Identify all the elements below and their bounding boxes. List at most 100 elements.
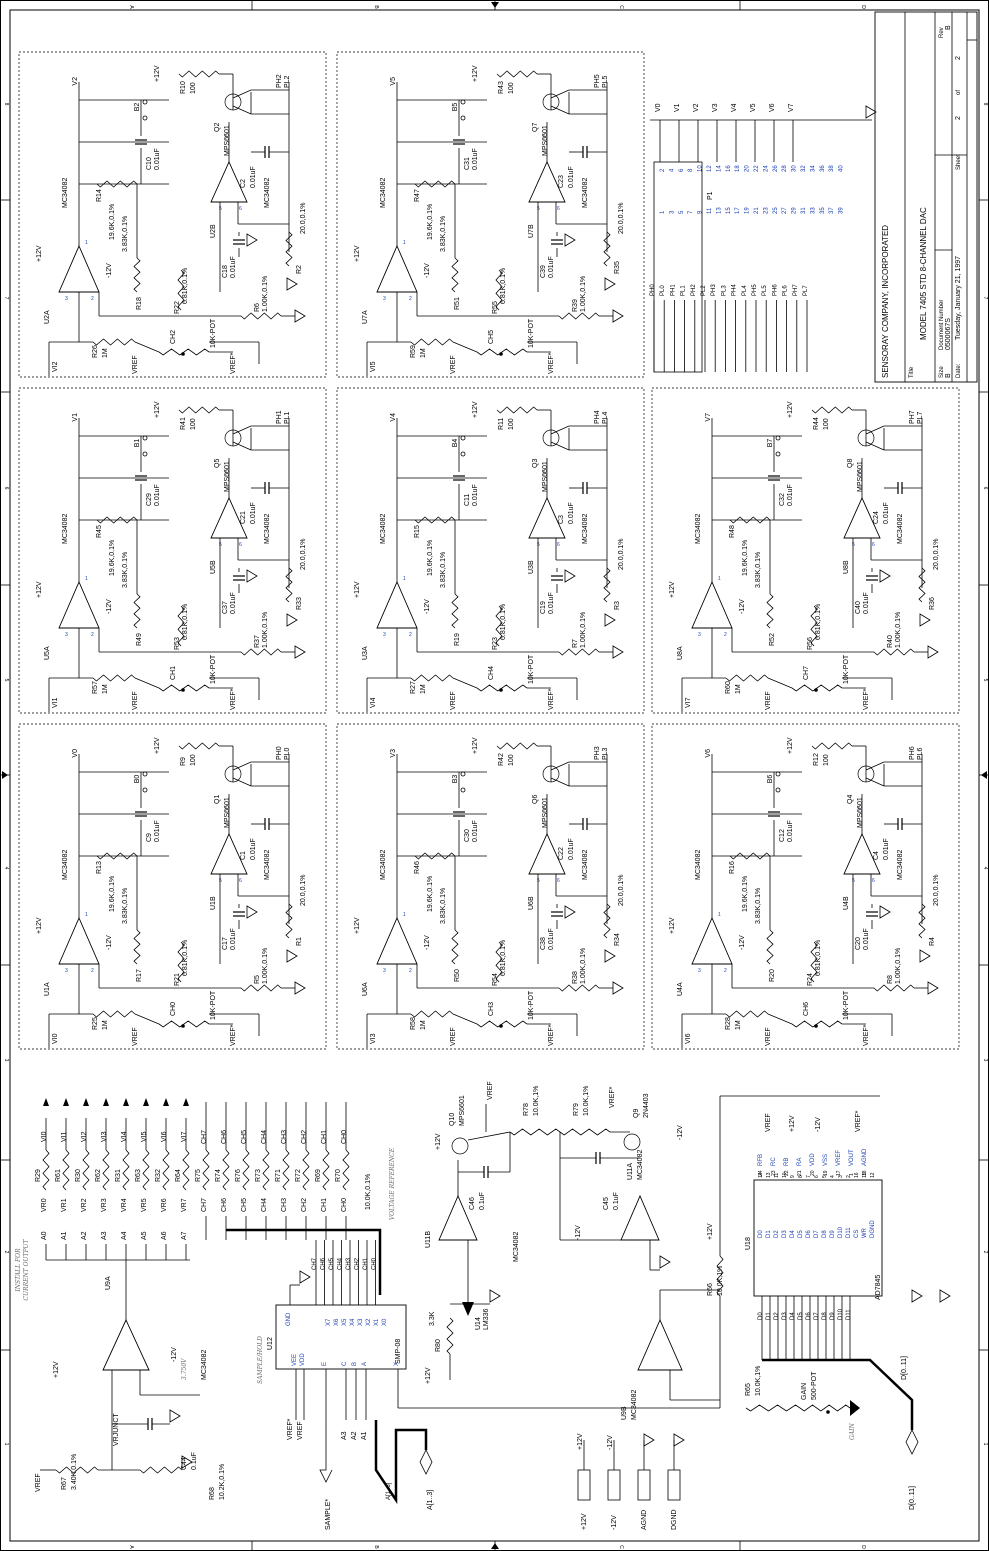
net-label: PL7 bbox=[803, 285, 809, 296]
ref-designator: U18 bbox=[745, 1237, 752, 1250]
ground-symbol bbox=[246, 905, 258, 919]
op-amp bbox=[376, 580, 418, 629]
annotation: 3.750V bbox=[181, 1358, 188, 1380]
net-label: PL5 bbox=[762, 285, 768, 296]
net-label: A5 bbox=[141, 1231, 148, 1240]
part-number: SMP-08 bbox=[395, 1339, 402, 1364]
pin-number: 1 bbox=[85, 912, 88, 918]
component-value: 19.6K,0.1% bbox=[427, 204, 434, 240]
net-label: V3 bbox=[390, 749, 397, 758]
capacitor bbox=[595, 1152, 601, 1164]
ref-designator: R66 bbox=[707, 1283, 714, 1296]
power-label: -12V bbox=[424, 935, 431, 950]
pin-label: RFB bbox=[758, 1154, 764, 1166]
capacitor bbox=[233, 239, 245, 245]
component-value: 1M bbox=[420, 348, 427, 358]
field-label: Size bbox=[939, 366, 945, 378]
resistor bbox=[873, 648, 915, 656]
wire bbox=[550, 105, 570, 115]
pin-label: VEE bbox=[292, 1354, 298, 1366]
pin-number: 36 bbox=[820, 165, 826, 172]
component-value: 20.0,0.1% bbox=[618, 202, 625, 234]
pin-label: DGND bbox=[870, 1220, 876, 1238]
ground-symbol bbox=[299, 1270, 311, 1284]
wire bbox=[767, 1013, 793, 1025]
net-label: CH3 bbox=[488, 1002, 495, 1016]
net-label: B7 bbox=[767, 439, 774, 448]
net-label: VR1 bbox=[61, 1198, 68, 1212]
power-label: +12V bbox=[154, 737, 161, 754]
op-amp bbox=[843, 832, 881, 875]
ref-designator: U8A bbox=[677, 646, 684, 660]
pin-number: 1 bbox=[849, 1173, 855, 1176]
field-value: 0500067S bbox=[945, 318, 952, 350]
ref-designator: U2B bbox=[210, 224, 217, 238]
pin-number: 17 bbox=[836, 1170, 842, 1176]
ref-designator: C9 bbox=[146, 833, 153, 842]
component-value: 20.0,0.1% bbox=[933, 874, 940, 906]
pin-number: 40 bbox=[839, 165, 845, 172]
net-label: VREF* bbox=[548, 1024, 555, 1046]
capacitor bbox=[551, 575, 563, 581]
ref-designator: R37 bbox=[254, 635, 261, 648]
pin-label: E bbox=[322, 1362, 328, 1366]
power-label: +12V bbox=[36, 917, 43, 934]
ground-symbol bbox=[604, 949, 616, 963]
ref-designator: R58 bbox=[410, 1017, 417, 1030]
op-amp bbox=[438, 1194, 478, 1241]
net-label: B2 bbox=[134, 103, 141, 112]
power-label: +12V bbox=[669, 581, 676, 598]
pin-number: 33 bbox=[810, 207, 816, 214]
ref-designator: R70 bbox=[335, 1169, 342, 1182]
pin-number: 5 bbox=[822, 1175, 828, 1178]
net-label: D[0..11] bbox=[909, 1486, 916, 1510]
pin-number: 18 bbox=[862, 1170, 868, 1176]
resistor bbox=[496, 70, 538, 78]
pin-number: 6 bbox=[557, 206, 560, 212]
power-label: -12V bbox=[739, 935, 746, 950]
ref-designator: R15 bbox=[414, 525, 421, 538]
ref-designator: R33 bbox=[296, 597, 303, 610]
pin-number: 10 bbox=[698, 165, 704, 172]
resistor bbox=[222, 1149, 230, 1191]
net-label: VI3 bbox=[370, 1033, 377, 1044]
resistor bbox=[410, 1010, 454, 1018]
power-label: +12V bbox=[354, 245, 361, 262]
net-label: PL7 bbox=[917, 411, 924, 424]
net-label: CH4 bbox=[261, 1130, 268, 1144]
resistor bbox=[282, 1149, 290, 1191]
power-label: -12V bbox=[106, 263, 113, 278]
component-value: 100 bbox=[190, 418, 197, 430]
net-label: CH2 bbox=[301, 1198, 308, 1212]
component-value: 10K-POT bbox=[843, 990, 850, 1020]
pin-number: 22 bbox=[784, 1170, 790, 1176]
capacitor bbox=[453, 811, 465, 817]
power-label: -12V bbox=[106, 599, 113, 614]
pin-number: 5 bbox=[852, 878, 855, 884]
net-label: PL1 bbox=[284, 411, 291, 424]
pin-number: 3 bbox=[669, 210, 675, 214]
ref-designator: U5B bbox=[210, 560, 217, 574]
zone-number: 6 bbox=[982, 487, 988, 490]
zone-letter: B bbox=[373, 1545, 379, 1549]
ref-designator: C24 bbox=[873, 511, 880, 524]
op-amp bbox=[58, 916, 100, 965]
net-label: PH0 bbox=[650, 284, 656, 296]
part-number: MPS6601 bbox=[224, 797, 231, 828]
pin-label: CS bbox=[854, 1230, 860, 1238]
field-value: B bbox=[945, 373, 952, 378]
part-number: MC34082 bbox=[897, 850, 904, 880]
a-bus bbox=[374, 1420, 428, 1505]
capacitor bbox=[866, 575, 878, 581]
pin-label: RB bbox=[784, 1158, 790, 1166]
zone-letter: C bbox=[618, 1545, 624, 1549]
zone-number: 8 bbox=[3, 103, 9, 106]
ref-designator: R49 bbox=[136, 633, 143, 646]
ground-symbol bbox=[246, 233, 258, 247]
resistor bbox=[92, 1010, 136, 1018]
test-point bbox=[460, 99, 466, 105]
ref-designator: R63 bbox=[135, 1169, 142, 1182]
component-value: 0.01uF bbox=[568, 838, 575, 860]
capacitor bbox=[135, 811, 147, 817]
